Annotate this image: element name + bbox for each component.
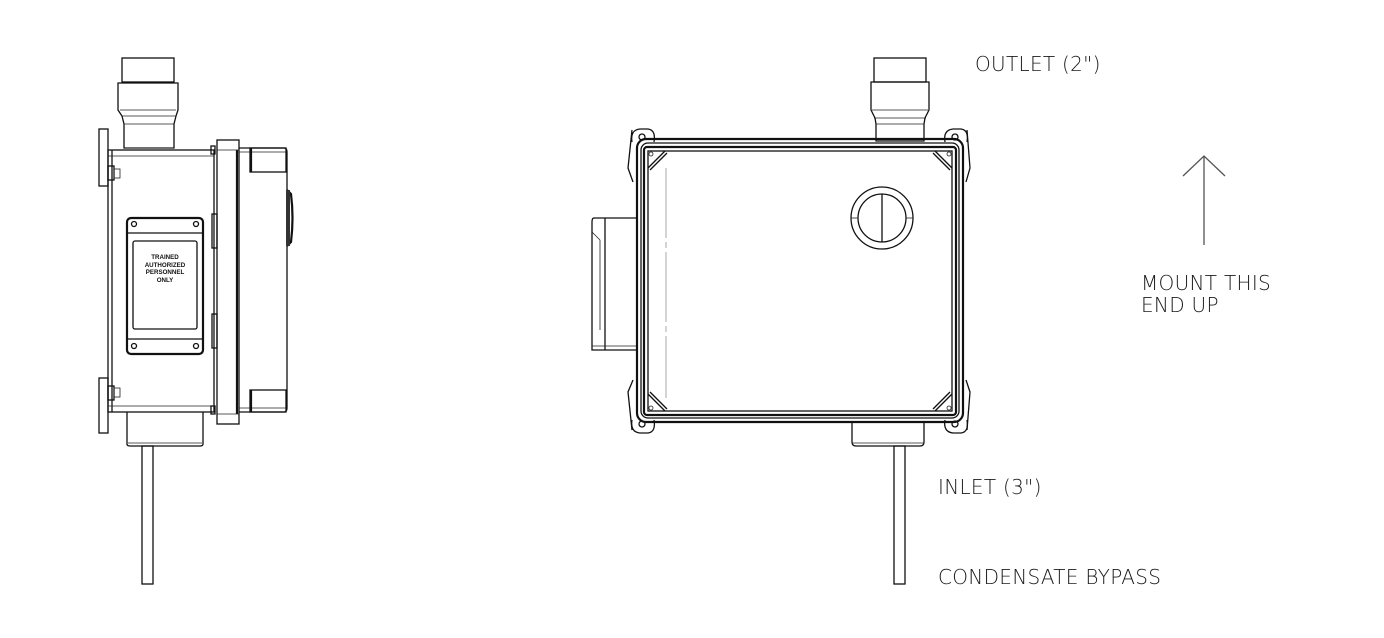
side-body [107,145,216,415]
front-inlet-fitting [851,422,925,447]
front-mounting-ears [627,128,971,434]
front-sight-glass [850,186,914,250]
front-outlet-fitting [870,57,930,142]
warning-plate [125,216,205,356]
side-mounting-flange [98,128,121,434]
side-outlet-fitting [117,57,179,149]
front-side-latch [591,217,636,351]
front-view [591,57,971,585]
inlet-label: INLET (3") [938,475,1042,499]
side-view [98,57,294,585]
side-lid-cover [239,147,294,413]
outlet-label: OUTLET (2") [975,52,1101,76]
front-enclosure [635,137,965,424]
arrow-up-icon [1182,155,1226,245]
condensate-bypass-label: CONDENSATE BYPASS [938,565,1162,589]
warning-plate-text: TRAINED AUTHORIZED PERSONNEL ONLY [144,254,186,284]
side-condensate-pipe [141,445,154,585]
front-condensate-pipe [893,445,906,585]
side-inlet-fitting [126,412,204,447]
side-lid-frame [216,139,240,425]
mount-direction-label: MOUNT THIS END UP [1141,271,1272,317]
